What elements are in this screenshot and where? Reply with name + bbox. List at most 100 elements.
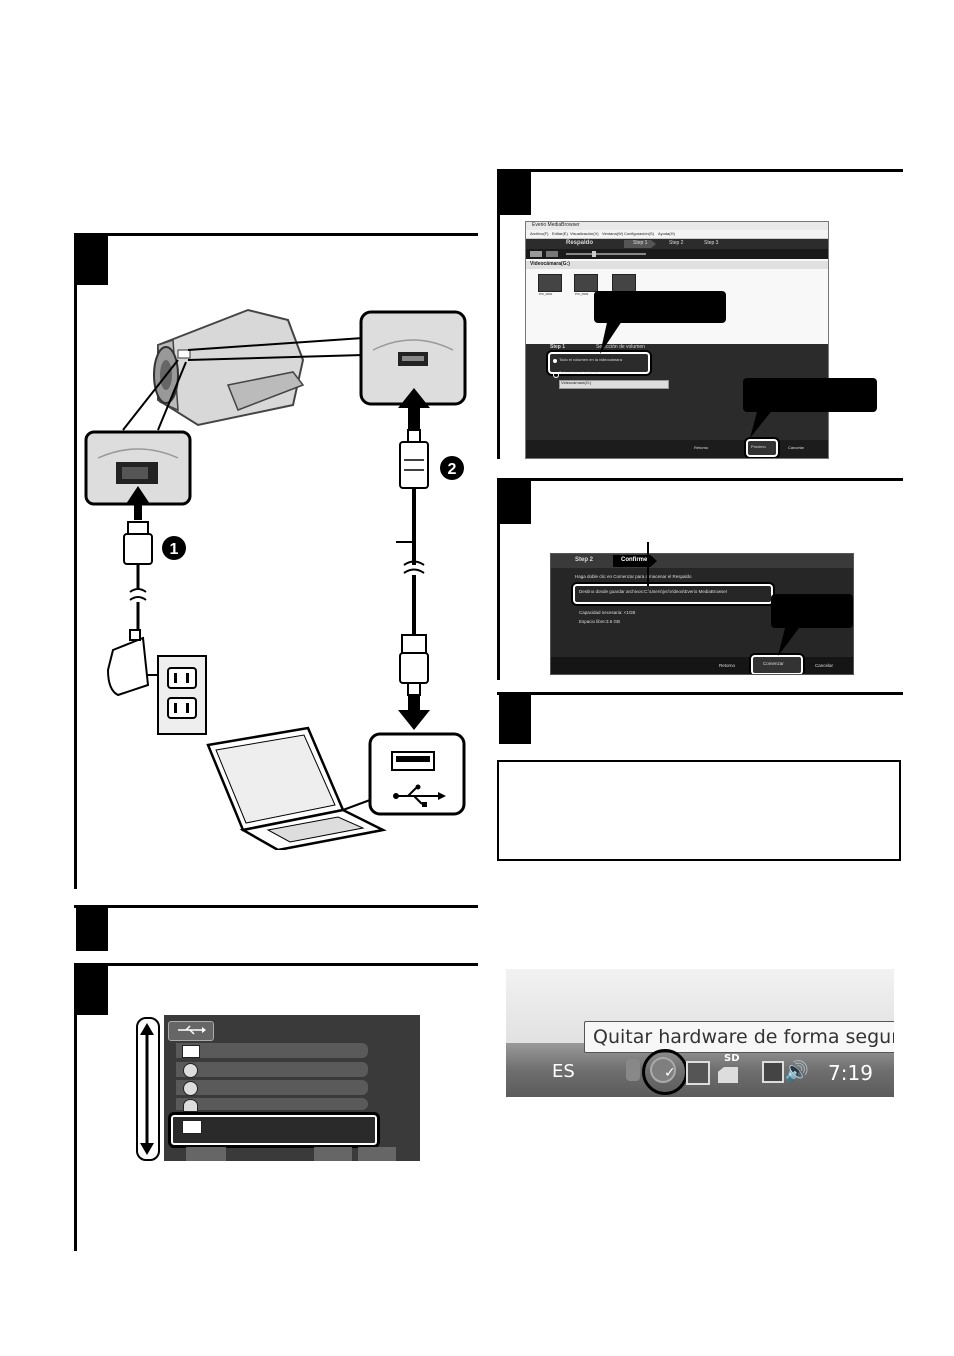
- section-a-left-rule: [74, 235, 77, 889]
- menu-item-playback-on-pc[interactable]: [176, 1043, 368, 1058]
- step1-label: Step 1: [633, 240, 648, 246]
- comenzar-button-highlight[interactable]: [751, 655, 803, 674]
- panel-step-title: Selección de volumen: [596, 344, 645, 350]
- ac-adapter-illustration: [106, 629, 160, 697]
- step1-chevron: [624, 240, 656, 248]
- option-all-highlight: [548, 352, 650, 374]
- volume-dropdown[interactable]: [559, 380, 669, 389]
- comenzar-button[interactable]: Comenzar: [763, 661, 784, 666]
- bottom-tab-2[interactable]: [314, 1147, 352, 1161]
- window-titlebar: [526, 222, 828, 230]
- step2-label: Step 2: [669, 240, 684, 246]
- thumbnail-3[interactable]: [612, 274, 636, 292]
- camera-lcd-menu: [136, 1015, 420, 1161]
- bottom-tab-1[interactable]: [186, 1147, 226, 1161]
- menu-visualizacion[interactable]: Visualización(V): [570, 231, 599, 236]
- security-alert-icon[interactable]: [626, 1059, 640, 1081]
- volume-icon[interactable]: 🔊: [784, 1059, 809, 1083]
- sd-card-icon[interactable]: [718, 1067, 738, 1083]
- step-marker-b: [76, 907, 108, 951]
- network-icon[interactable]: [762, 1061, 784, 1083]
- step-badge-1: [162, 536, 186, 560]
- globe-icon: [183, 1099, 198, 1112]
- confirm-retorno-button[interactable]: Retorno: [719, 663, 736, 668]
- confirm-button-bar: [551, 657, 853, 674]
- arrow-down-icon: [398, 695, 430, 730]
- clock-time[interactable]: 7:19: [828, 1061, 873, 1085]
- view-icon[interactable]: [530, 251, 542, 257]
- menu-item-dubbing[interactable]: [176, 1080, 368, 1095]
- option-select-label[interactable]: Seleccione el volumen: [559, 370, 600, 375]
- callout-box-top: [594, 291, 726, 323]
- volume-dropdown-value: Videocámara(G:): [561, 380, 592, 385]
- menu-archivo[interactable]: Archivo(F): [530, 231, 549, 236]
- menu-item-upload[interactable]: [176, 1098, 368, 1110]
- connection-diagram: 1 2: [84, 308, 467, 850]
- toolbar: [526, 249, 828, 259]
- section-f-top-rule: [497, 692, 903, 695]
- radio-all[interactable]: [553, 359, 557, 363]
- safely-remove-hardware-icon[interactable]: [650, 1057, 676, 1083]
- taskbar-screenshot: Quitar hardware de forma segura ES ✓ SD …: [506, 969, 894, 1097]
- step3-label: Step 3: [704, 240, 719, 246]
- callout-pointer: [750, 408, 774, 438]
- menu-item-create-disc[interactable]: [176, 1062, 368, 1077]
- radio-select[interactable]: [553, 372, 559, 378]
- menu-configuracion[interactable]: Configuración(S): [624, 231, 655, 236]
- proximo-button[interactable]: Próximo: [751, 444, 766, 449]
- confirm-cancelar-button[interactable]: Cancelar: [815, 663, 834, 668]
- step-badge-1-label: 1: [170, 541, 179, 558]
- mediabrowser-window: Everio MediaBrowser Archivo(F) Editar(E)…: [525, 221, 829, 459]
- window-title: Everio MediaBrowser: [532, 222, 580, 228]
- laptop-illustration: [206, 726, 387, 850]
- button-bar: [526, 440, 828, 458]
- section-a-top-rule: [74, 233, 478, 236]
- wall-outlet-illustration: [157, 655, 207, 735]
- zoom-slider-handle[interactable]: [592, 251, 596, 257]
- pc-usb-port-inset: [368, 732, 466, 816]
- destination-highlight: [573, 584, 773, 604]
- ac-plug-illustration: [123, 521, 153, 635]
- menu-ventana[interactable]: Ventana(W): [602, 231, 624, 236]
- view-list-icon[interactable]: [546, 251, 558, 257]
- free-space: Espacio libre:3.6 GB: [579, 619, 621, 624]
- menu-item-backup-selected[interactable]: [168, 1112, 380, 1148]
- volume-label: Videocámara(G:): [530, 261, 570, 267]
- proximo-button-highlight[interactable]: [746, 439, 778, 457]
- scroll-arrows-icon[interactable]: [138, 1021, 156, 1157]
- step-marker-c: [76, 965, 108, 1015]
- callout-pointer: [778, 624, 802, 656]
- step-badge-2: [440, 456, 464, 480]
- panel-step-label: Step 1: [550, 344, 566, 350]
- section-e-top-rule: [497, 478, 903, 481]
- bottom-tab-3[interactable]: [358, 1147, 396, 1161]
- camcorder-illustration: [153, 308, 305, 427]
- usb-cable-illustration: [399, 429, 429, 696]
- retorno-button[interactable]: Retorno: [694, 445, 709, 450]
- section-title: Respaldo: [566, 240, 594, 246]
- header-bar: [526, 239, 828, 249]
- volume-bar: [526, 261, 828, 269]
- callout-pointer: [600, 318, 624, 354]
- sd-label: SD: [724, 1053, 740, 1064]
- step-badge-2-label: 2: [448, 461, 457, 478]
- zoom-slider[interactable]: [566, 253, 646, 255]
- section-c-left-rule: [74, 965, 77, 1251]
- language-indicator[interactable]: ES: [552, 1061, 575, 1082]
- section-d-top-rule: [497, 169, 903, 172]
- section-c-top-rule: [74, 963, 478, 966]
- checkmark-icon: ✓: [664, 1065, 676, 1081]
- section-b-top-rule: [74, 905, 478, 908]
- option-all-label[interactable]: Todo el volumen en la videocámara: [559, 357, 622, 362]
- section-e-left-rule: [497, 480, 500, 680]
- tooltip: Quitar hardware de forma segura: [584, 1021, 894, 1053]
- menu-editar[interactable]: Editar(E): [552, 231, 568, 236]
- thumbnail-2[interactable]: [574, 274, 598, 292]
- thumbnail-1[interactable]: [538, 274, 562, 292]
- arrow-up-icon: [398, 388, 430, 430]
- menu-ayuda[interactable]: Ayuda(H): [658, 231, 675, 236]
- cancelar-button[interactable]: Cancelar: [788, 445, 805, 450]
- disc-copy-icon: [183, 1081, 198, 1096]
- sync-icon[interactable]: [686, 1061, 710, 1085]
- arrow-up-icon: [126, 486, 150, 520]
